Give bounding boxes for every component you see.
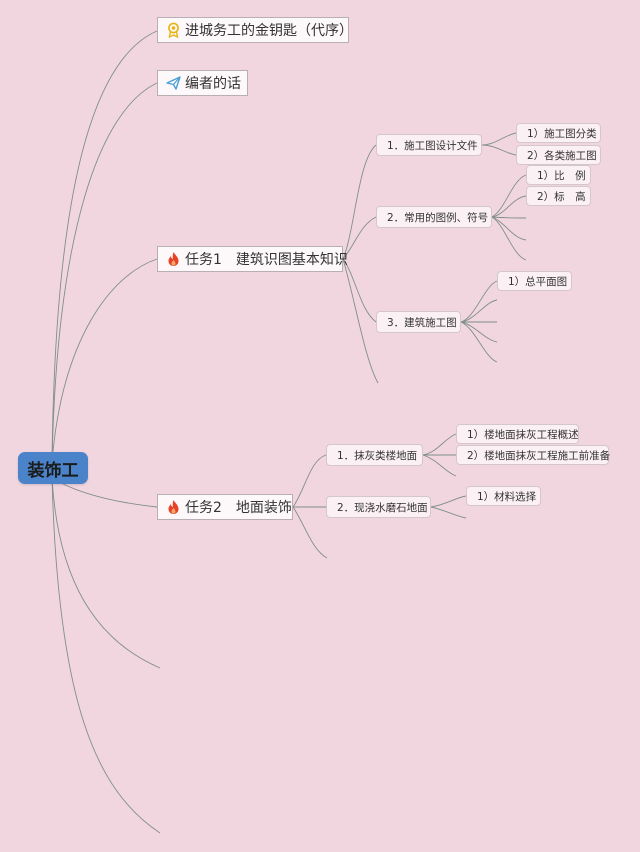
- root-node[interactable]: 装饰工: [18, 452, 88, 484]
- subtopic-label: 2）标 高: [537, 190, 586, 203]
- topic-label: 1．施工图设计文件: [387, 139, 478, 152]
- fire-icon: [166, 251, 181, 267]
- branch-label: 进城务工的金钥匙（代序）: [185, 23, 353, 39]
- topic-label: 3．建筑施工图: [387, 316, 457, 329]
- root-label: 装饰工: [27, 460, 79, 481]
- subtopic-plaster-overview[interactable]: 1）楼地面抹灰工程概述: [456, 424, 579, 444]
- topic-design-docs[interactable]: 1．施工图设计文件: [376, 134, 482, 156]
- branch-label: 任务1 建筑识图基本知识: [185, 252, 348, 268]
- topic-label: 2．现浇水磨石地面: [337, 501, 428, 514]
- branch-editor-note[interactable]: 编者的话: [157, 70, 248, 96]
- topic-architectural-drawings[interactable]: 3．建筑施工图: [376, 311, 461, 333]
- branch-label: 任务2 地面装饰: [185, 500, 292, 516]
- topic-label: 1．抹灰类楼地面: [337, 449, 418, 462]
- subtopic-label: 1）楼地面抹灰工程概述: [467, 428, 579, 441]
- subtopic-label: 1）施工图分类: [527, 127, 597, 140]
- topic-label: 2．常用的图例、符号: [387, 211, 489, 224]
- topic-terrazzo-floor[interactable]: 2．现浇水磨石地面: [326, 496, 431, 518]
- subtopic-label: 1）比 例: [537, 169, 586, 182]
- subtopic-elevation[interactable]: 2）标 高: [526, 186, 591, 206]
- topic-legends-symbols[interactable]: 2．常用的图例、符号: [376, 206, 492, 228]
- branch-label: 编者的话: [185, 76, 241, 92]
- paper-plane-icon: [166, 75, 181, 91]
- subtopic-label: 1）总平面图: [508, 275, 568, 288]
- subtopic-site-plan[interactable]: 1）总平面图: [497, 271, 572, 291]
- fire-icon: [166, 499, 181, 515]
- subtopic-drawing-classification[interactable]: 1）施工图分类: [516, 123, 601, 143]
- branch-task1[interactable]: 任务1 建筑识图基本知识: [157, 246, 348, 272]
- subtopic-plaster-preparation[interactable]: 2）楼地面抹灰工程施工前准备: [456, 445, 611, 465]
- branch-preface[interactable]: 进城务工的金钥匙（代序）: [157, 17, 353, 43]
- subtopic-label: 2）各类施工图: [527, 149, 597, 162]
- subtopic-label: 2）楼地面抹灰工程施工前准备: [467, 449, 611, 462]
- subtopic-drawing-types[interactable]: 2）各类施工图: [516, 145, 601, 165]
- subtopic-scale[interactable]: 1）比 例: [526, 165, 591, 185]
- topic-plaster-floor[interactable]: 1．抹灰类楼地面: [326, 444, 423, 466]
- subtopic-material-selection[interactable]: 1）材料选择: [466, 486, 541, 506]
- subtopic-label: 1）材料选择: [477, 490, 537, 503]
- branch-task2[interactable]: 任务2 地面装饰: [157, 494, 293, 520]
- award-ribbon-icon: [166, 22, 181, 38]
